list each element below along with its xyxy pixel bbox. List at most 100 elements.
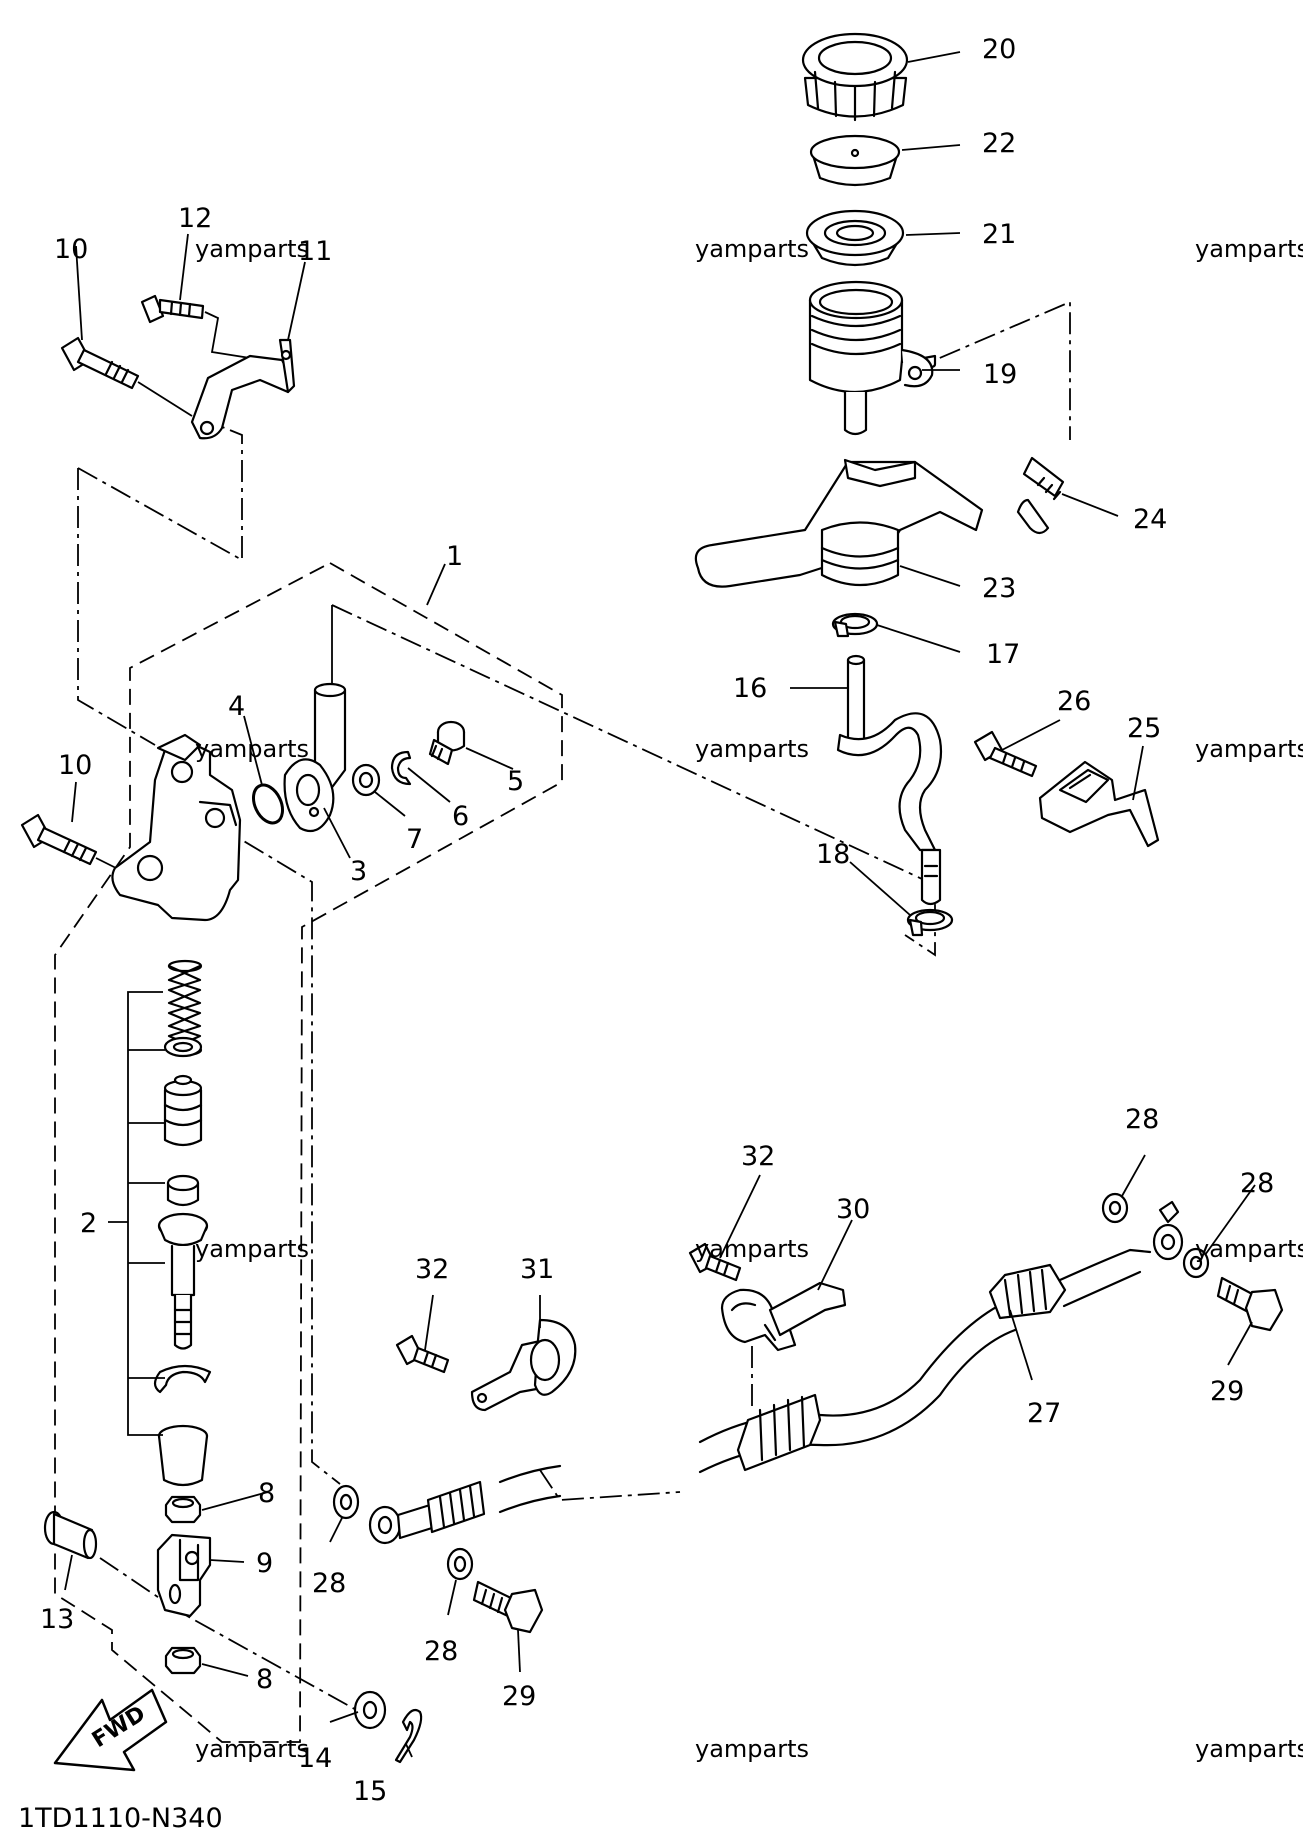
callout-23: 23 [982,573,1016,604]
callout-2: 2 [80,1208,97,1239]
washer-7-hole [358,771,374,789]
bolt-12 [140,294,205,324]
secondary-cup [166,1174,200,1207]
o-ring-4 [251,783,285,825]
callout-28-c: 28 [1125,1104,1159,1135]
circlip-6 [390,750,412,786]
watermark: yamparts [695,1235,809,1263]
callout-11: 11 [298,236,332,267]
callout-4: 4 [228,691,245,722]
bolt-26 [973,730,1038,778]
reservoir-cap-20 [801,32,909,122]
clip-bracket-25 [1038,760,1160,848]
watermark: yamparts [1195,1735,1303,1763]
callout-13: 13 [40,1604,74,1635]
callout-20: 20 [982,34,1016,65]
callout-28-a: 28 [312,1568,346,1599]
bolt-10-lower [20,813,98,866]
bracket-mount-line [77,468,156,746]
watermark: yamparts [1195,735,1303,763]
push-rod [157,1212,209,1350]
watermark: yamparts [1195,1235,1303,1263]
callout-24: 24 [1133,504,1167,535]
fwd-arrow-icon: FWD [53,1688,168,1772]
callout-19: 19 [983,359,1017,390]
callouts: 1 2 3 4 5 6 7 8 8 9 10 10 11 12 13 14 15… [40,34,1274,1807]
callout-1: 1 [446,541,463,572]
callout-14: 14 [298,1743,332,1774]
washer-28-b-hole [453,1555,467,1573]
nut-8-upper [164,1495,202,1524]
callout-21: 21 [982,219,1016,250]
bolt-10-top [60,336,140,390]
bolt-32-left [395,1334,450,1374]
hose-dash-segment [539,1469,681,1501]
bolt-24 [1016,456,1065,535]
diaphragm-21 [805,209,905,267]
watermark: yamparts [195,235,309,263]
callout-16: 16 [733,673,767,704]
callout-29-lower: 29 [502,1681,536,1712]
kit-1-dashed-outline [54,561,563,1743]
diaphragm-plate-22 [809,134,901,187]
clevis-pin-13 [43,1510,98,1560]
callout-5: 5 [507,766,524,797]
callout-29-upper: 29 [1210,1376,1244,1407]
master-cylinder-body [111,733,242,922]
watermark: yamparts [195,1235,309,1263]
clevis-9 [156,1533,212,1618]
callout-28-d: 28 [1240,1168,1274,1199]
watermark: yamparts [195,1735,309,1763]
union-bolt-29-upper [1216,1276,1284,1332]
watermark: yamparts [1195,235,1303,263]
callout-32-right: 32 [741,1141,775,1172]
washer-14-hole [362,1700,378,1720]
callout-12: 12 [178,203,212,234]
watermark: yamparts [695,235,809,263]
callout-9: 9 [256,1548,273,1579]
dust-boot [157,1424,209,1487]
reservoir-tank-19 [808,280,937,436]
bolt-12-line [204,311,251,359]
bolt-10-top-line [137,381,193,417]
watermark: yamparts [195,735,309,763]
callout-6: 6 [452,801,469,832]
callout-30: 30 [836,1194,870,1225]
hose-clamp-31 [470,1318,577,1412]
callout-26: 26 [1057,686,1091,717]
bracket-11 [190,338,296,440]
washer-28-c-hole [1108,1200,1122,1216]
callout-22: 22 [982,128,1016,159]
hose-route-line [211,821,341,1485]
circlip [153,1364,212,1394]
callout-7: 7 [406,824,423,855]
callout-27: 27 [1027,1398,1061,1429]
watermark: yamparts [695,1735,809,1763]
union-bolt-29-lower [472,1580,544,1634]
callout-3: 3 [350,856,367,887]
bracket-mount-line-2 [77,419,243,562]
reservoir-route-line [869,300,1071,440]
watermark: yamparts [695,735,809,763]
reservoir-hose-16 [836,654,943,906]
washer-28-d-hole [1189,1255,1203,1271]
callout-31: 31 [520,1254,554,1285]
callout-18: 18 [816,839,850,870]
hose-clamp-17 [831,612,879,638]
callout-17: 17 [986,639,1020,670]
bolt-5 [428,720,466,766]
callout-25: 25 [1127,713,1161,744]
callout-8-upper: 8 [258,1478,275,1509]
leader-lines [64,51,1256,1758]
callout-15: 15 [353,1776,387,1807]
diagram-code: 1TD1110-N340 [18,1803,223,1834]
callout-8-lower: 8 [256,1664,273,1695]
bolt-32-right [688,1242,742,1282]
cotter-pin-15 [394,1708,423,1764]
hose-joint-3 [283,682,347,833]
brake-hose-27 [368,1200,1184,1545]
item-2-bracket [108,991,165,1436]
callout-28-b: 28 [424,1636,458,1667]
watermarks: yamparts yamparts yamparts yamparts yamp… [195,235,1303,1763]
